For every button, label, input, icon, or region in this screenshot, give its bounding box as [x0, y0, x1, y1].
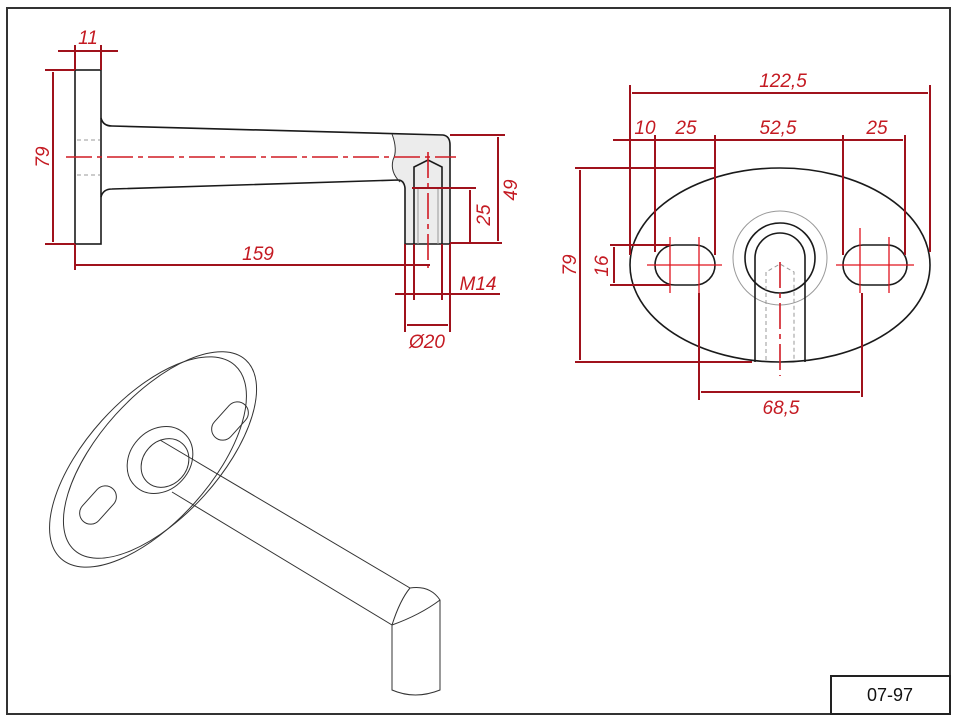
dimension-68-5: 68,5 — [698, 293, 863, 419]
svg-text:52,5: 52,5 — [760, 118, 797, 139]
svg-text:25: 25 — [674, 118, 697, 139]
svg-text:159: 159 — [242, 244, 274, 265]
dimension-79-front: 79 — [560, 167, 752, 363]
svg-text:M14: M14 — [460, 274, 497, 295]
front-view: 122,5 10 25 52,5 25 79 16 68,5 — [560, 71, 931, 419]
dimension-chain-top: 10 25 52,5 25 — [613, 118, 906, 255]
svg-text:122,5: 122,5 — [759, 71, 807, 92]
svg-text:25: 25 — [474, 204, 495, 227]
dimension-11: 11 — [58, 28, 118, 70]
dimension-79-side: 79 — [33, 69, 75, 245]
dimension-49: 49 — [450, 134, 522, 244]
drawing-code: 07-97 — [867, 685, 913, 705]
svg-text:79: 79 — [33, 146, 54, 168]
dimension-122-5: 122,5 — [629, 71, 931, 255]
svg-text:68,5: 68,5 — [763, 398, 800, 419]
dimension-m14: M14 — [395, 244, 500, 300]
stem — [754, 232, 806, 362]
isometric-view — [49, 351, 441, 696]
svg-text:79: 79 — [560, 254, 581, 276]
iso-slot-bottom — [79, 485, 117, 525]
dimension-diameter-20: Ø20 — [404, 244, 451, 353]
svg-text:49: 49 — [501, 179, 522, 201]
side-view: 11 79 159 49 25 M14 — [33, 28, 522, 353]
iso-slot-top — [211, 401, 249, 441]
iso-shaft — [159, 439, 441, 696]
svg-text:11: 11 — [78, 28, 98, 49]
dimension-159: 159 — [74, 244, 430, 270]
svg-text:16: 16 — [592, 255, 613, 277]
svg-text:25: 25 — [865, 118, 888, 139]
svg-text:Ø20: Ø20 — [408, 332, 445, 353]
dimension-25-side: 25 — [412, 187, 495, 242]
title-block: 07-97 — [830, 675, 951, 715]
drawing-frame — [6, 7, 951, 715]
dimension-16: 16 — [592, 244, 670, 286]
flange-back — [49, 356, 247, 568]
slot-centerlines — [647, 228, 914, 293]
svg-text:10: 10 — [634, 118, 656, 139]
flange-front — [62, 351, 258, 559]
